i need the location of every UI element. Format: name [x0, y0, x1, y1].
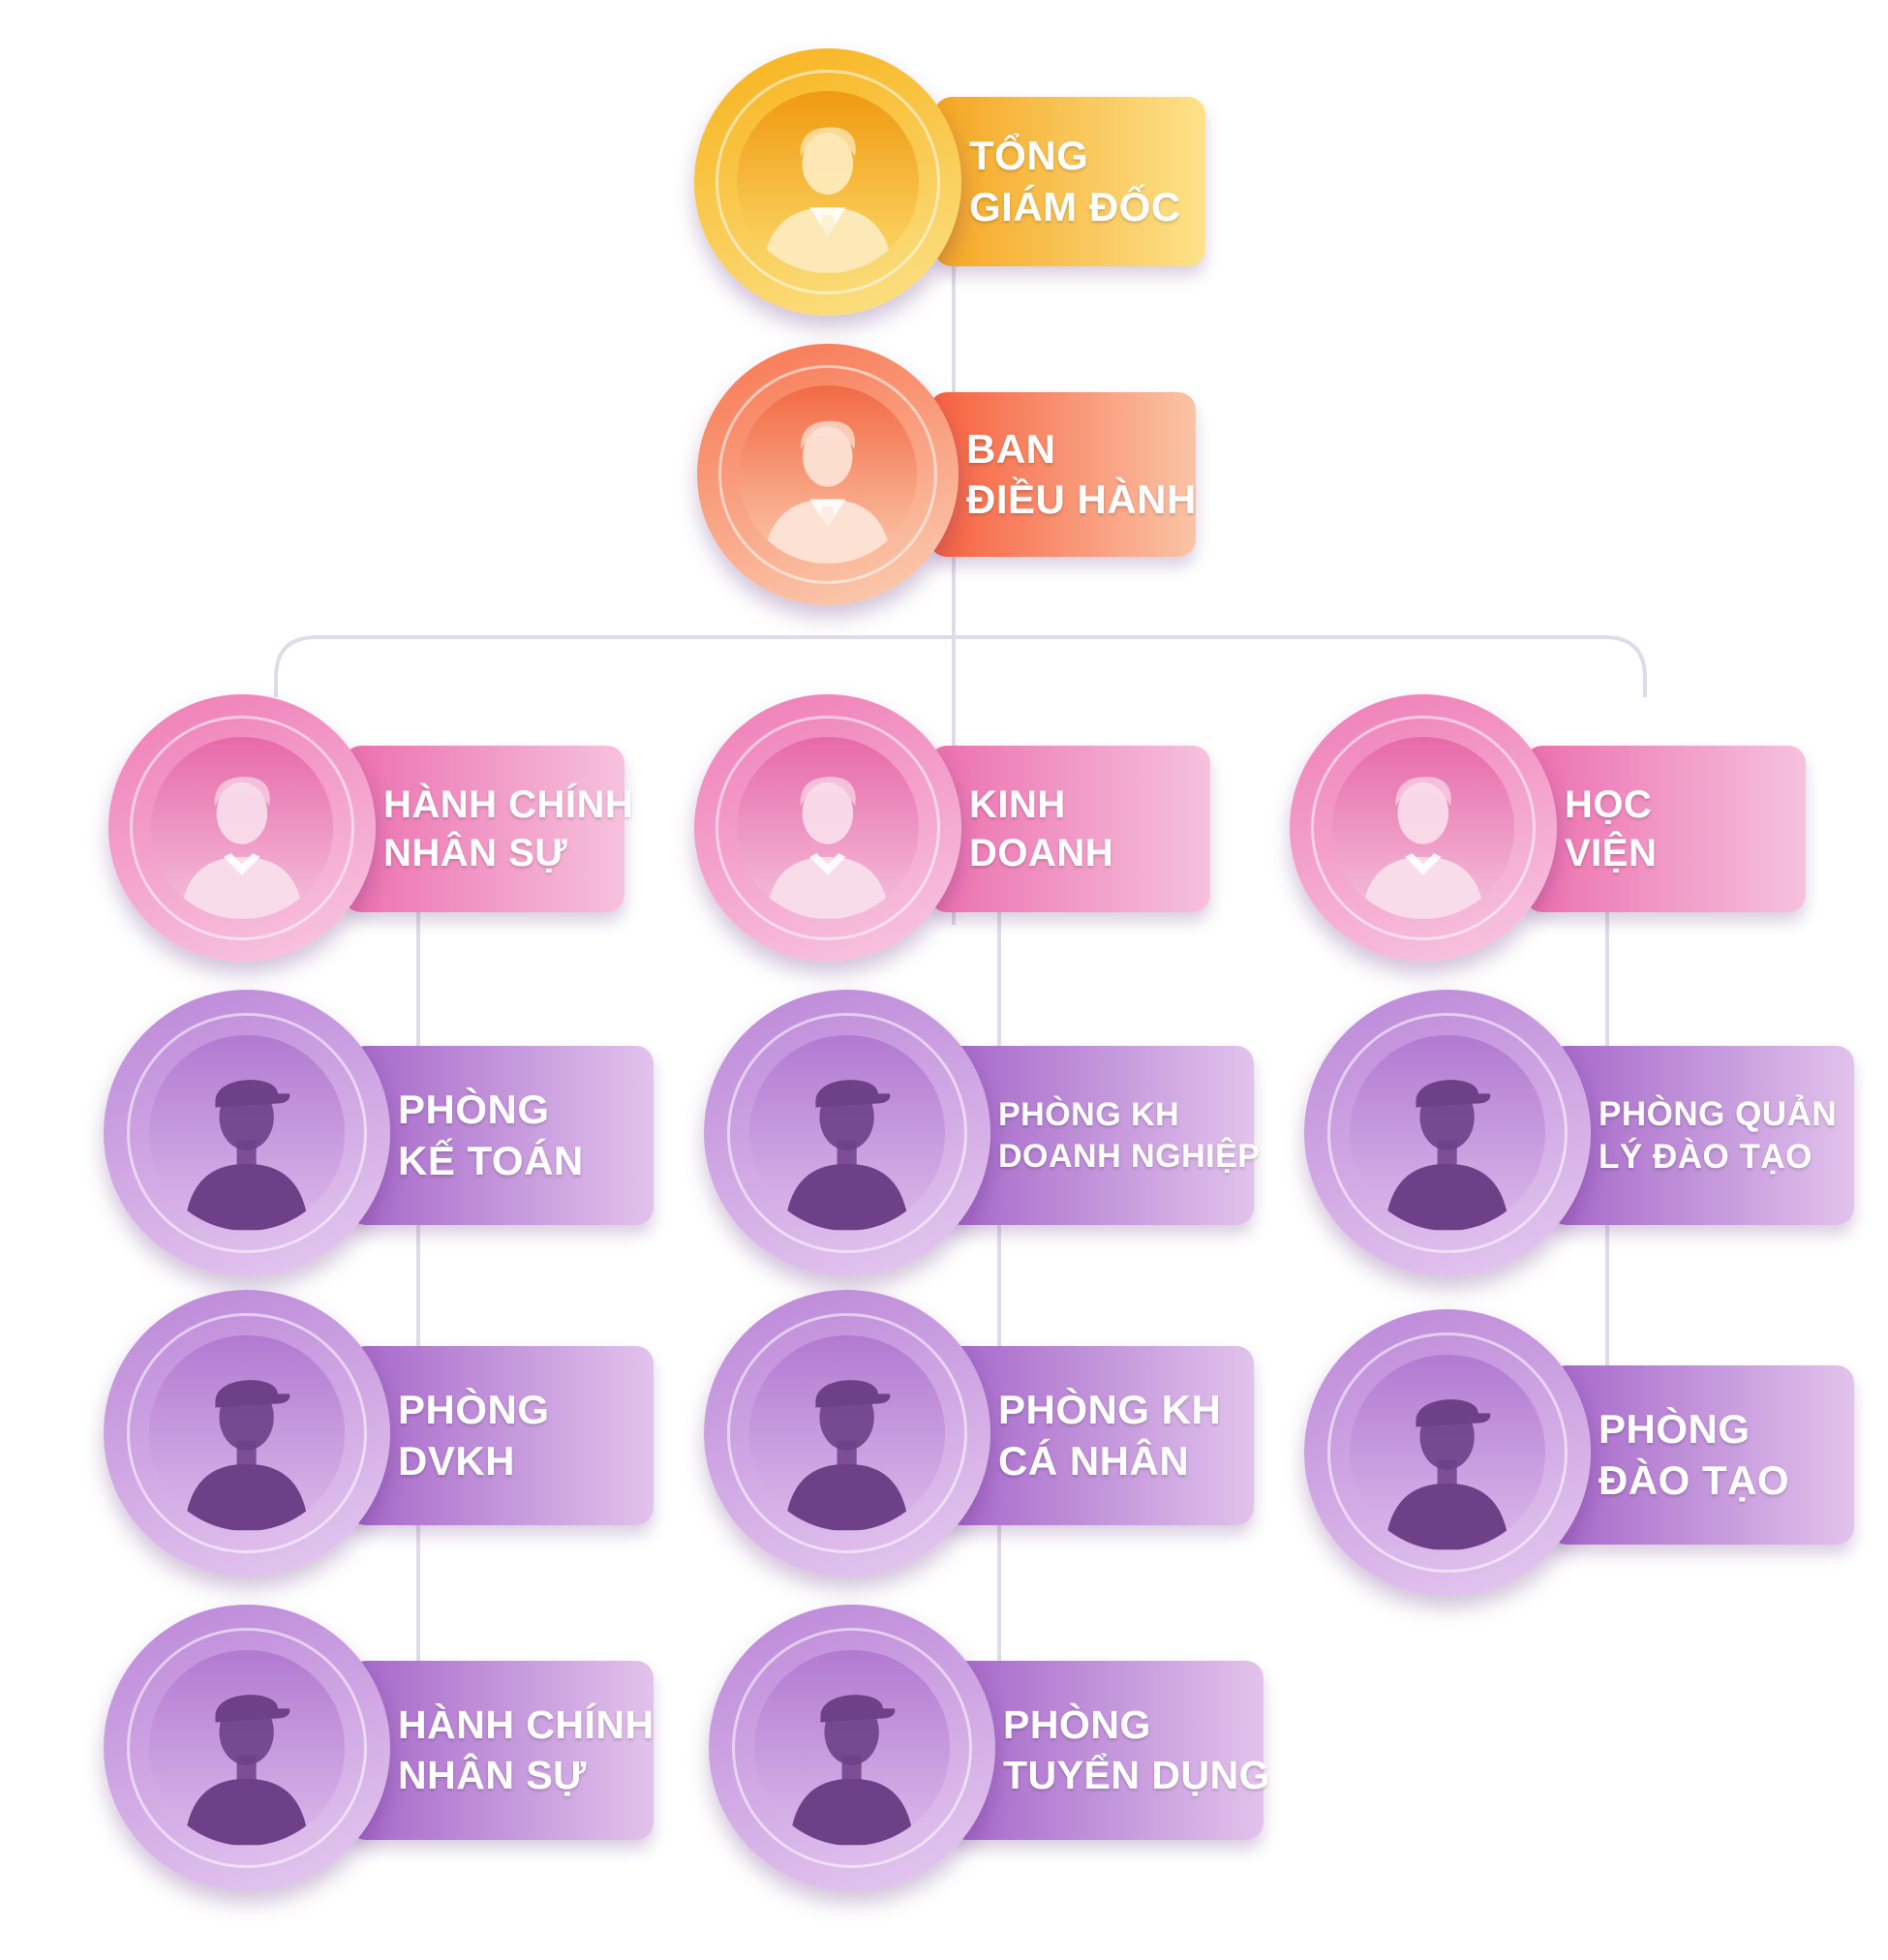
node-label-line: TỔNG	[969, 133, 1089, 178]
node-label-line: ĐÀO TẠO	[1599, 1456, 1790, 1503]
node-label-box: HÀNH CHÍNH NHÂN SỰ	[344, 746, 634, 912]
node-avatar	[697, 344, 959, 605]
avatar-inner	[749, 1335, 945, 1531]
avatar-ring	[716, 70, 940, 294]
avatar-inner	[149, 1335, 345, 1531]
suit-icon	[737, 91, 919, 273]
collar-icon	[737, 737, 919, 919]
avatar-inner	[1350, 1355, 1545, 1550]
node-label-line: DOANH NGHIỆP	[998, 1137, 1261, 1175]
node-label-line: CÁ NHÂN	[998, 1437, 1190, 1484]
node-label-line: NHÂN SỰ	[398, 1752, 587, 1797]
avatar-ring	[716, 716, 940, 940]
cap-icon	[149, 1650, 344, 1846]
node-label-box: HỌC VIỆN	[1525, 746, 1806, 912]
avatar-ring	[1326, 1332, 1568, 1574]
cap-icon	[1350, 1035, 1544, 1231]
node-avatar	[704, 1290, 990, 1577]
node-label-box: PHÒNG KH DOANH NGHIỆP	[944, 1046, 1261, 1225]
node-label-box: PHÒNG QUẢN LÝ ĐÀO TẠO	[1549, 1046, 1854, 1225]
node-avatar	[694, 48, 961, 316]
node-label-line: DOANH	[969, 832, 1114, 874]
node-avatar	[104, 1605, 390, 1891]
node-label-line: PHÒNG	[1003, 1702, 1151, 1748]
node-label-line: BAN	[966, 425, 1056, 472]
cap-icon	[749, 1335, 944, 1531]
node-avatar	[108, 694, 376, 962]
avatar-ring	[1311, 716, 1536, 940]
connector-bus	[274, 635, 1647, 697]
avatar-ring	[126, 1312, 368, 1554]
avatar-inner	[151, 737, 333, 919]
node-label-box: PHÒNG DVKH	[349, 1346, 654, 1525]
cap-icon	[754, 1650, 949, 1846]
avatar-inner	[754, 1650, 950, 1846]
avatar-ring	[130, 716, 354, 940]
avatar-inner	[737, 91, 919, 273]
avatar-ring	[717, 364, 938, 585]
avatar-inner	[749, 1035, 945, 1231]
node-label-line: HÀNH CHÍNH	[398, 1702, 655, 1748]
node-label-box: KINH DOANH	[929, 746, 1210, 912]
collar-icon	[151, 737, 333, 919]
node-label-line: HỌC	[1565, 783, 1653, 826]
avatar-inner	[149, 1650, 345, 1846]
node-label-line: PHÒNG	[1599, 1406, 1751, 1452]
node-label-line: DVKH	[398, 1437, 516, 1484]
node-label-line: NHÂN SỰ	[383, 832, 568, 874]
node-avatar	[704, 990, 990, 1276]
node-label-box: PHÒNG KH CÁ NHÂN	[944, 1346, 1254, 1525]
node-avatar	[104, 990, 390, 1276]
node-label-line: PHÒNG	[398, 1087, 550, 1132]
cap-icon	[749, 1035, 944, 1231]
node-label-line: PHÒNG	[398, 1387, 550, 1432]
node-avatar	[1290, 694, 1557, 962]
node-label-line: HÀNH CHÍNH	[383, 783, 634, 826]
node-avatar	[1304, 1309, 1591, 1596]
node-label-line: PHÒNG KH	[998, 1096, 1180, 1133]
node-avatar	[104, 1290, 390, 1577]
avatar-ring	[126, 1012, 368, 1254]
avatar-ring	[126, 1627, 368, 1869]
node-label-line: VIỆN	[1565, 832, 1658, 874]
cap-icon	[149, 1335, 344, 1531]
avatar-ring	[1326, 1012, 1568, 1254]
node-label-box: PHÒNG KẾ TOÁN	[349, 1046, 654, 1225]
collar-icon	[1332, 737, 1514, 919]
avatar-inner	[739, 385, 917, 564]
node-label-line: KINH	[969, 783, 1066, 826]
avatar-inner	[149, 1035, 345, 1231]
suit-icon	[739, 385, 917, 564]
avatar-ring	[726, 1012, 968, 1254]
cap-icon	[149, 1035, 344, 1231]
node-label-line: LÝ ĐÀO TẠO	[1599, 1137, 1812, 1176]
node-label-line: PHÒNG KH	[998, 1387, 1222, 1432]
avatar-inner	[737, 737, 919, 919]
avatar-ring	[726, 1312, 968, 1554]
node-avatar	[709, 1605, 995, 1891]
avatar-inner	[1350, 1035, 1545, 1231]
cap-icon	[1350, 1355, 1544, 1550]
node-label-line: ĐIỀU HÀNH	[966, 476, 1197, 522]
node-label-line: GIÁM ĐỐC	[969, 183, 1181, 230]
avatar-ring	[731, 1627, 973, 1869]
node-label-line: PHÒNG QUẢN	[1599, 1094, 1838, 1133]
avatar-inner	[1332, 737, 1514, 919]
node-label-line: KẾ TOÁN	[398, 1137, 584, 1183]
node-label-box: TỔNG GIÁM ĐỐC	[934, 97, 1205, 266]
node-label-line: TUYỂN DỤNG	[1003, 1752, 1271, 1797]
node-avatar	[694, 694, 961, 962]
node-avatar	[1304, 990, 1591, 1276]
